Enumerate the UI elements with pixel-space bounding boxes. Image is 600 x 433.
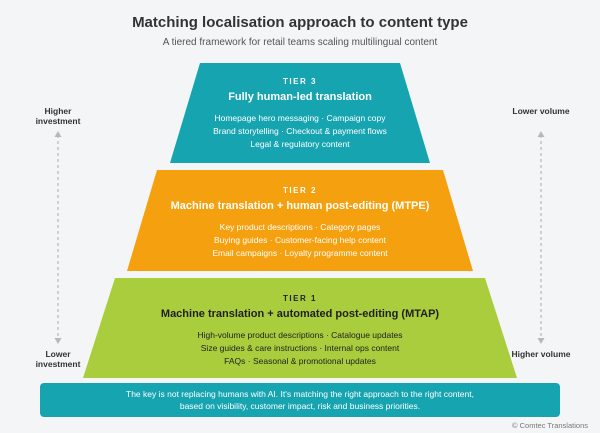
tier1-name: Machine translation + automated post-edi…	[160, 308, 440, 320]
banner-line-2: based on visibility, customer impact, ri…	[179, 401, 421, 411]
tier2-label: TIER 2	[283, 186, 317, 195]
tier3-label: TIER 3	[283, 77, 317, 86]
tier2-line-1: Key product descriptions · Category page…	[219, 222, 381, 232]
tier3-name: Fully human-led translation	[228, 91, 372, 103]
tier2-content: TIER 2 Machine translation + human post-…	[140, 186, 460, 260]
tier3-line-1: Homepage hero messaging · Campaign copy	[214, 113, 386, 123]
right-axis-top-label: Lower volume	[512, 106, 570, 116]
tier3-line-2: Brand storytelling · Checkout & payment …	[213, 126, 387, 136]
copyright-credit: © Comtec Translations	[512, 421, 588, 430]
tier1-label: TIER 1	[283, 294, 317, 303]
page-subtitle: A tiered framework for retail teams scal…	[162, 37, 438, 48]
tier2-line-3: Email campaigns · Loyalty programme cont…	[212, 248, 388, 258]
tier1-shape	[83, 278, 517, 378]
tier1-line-3: FAQs · Seasonal & promotional updates	[224, 356, 376, 366]
tier1-content: TIER 1 Machine translation + automated p…	[100, 294, 500, 368]
right-axis-bottom-label: Higher volume	[511, 349, 571, 359]
tier2-name: Machine translation + human post-editing…	[170, 200, 430, 212]
tier3-line-3: Legal & regulatory content	[250, 139, 350, 149]
left-axis-bottom-label: Lower investment	[35, 349, 81, 369]
tier2-line-2: Buying guides · Customer-facing help con…	[214, 235, 386, 245]
left-axis-top-label: Higher investment	[35, 106, 81, 126]
tier3-shape	[170, 63, 430, 163]
tier3-content: TIER 3 Fully human-led translation Homep…	[180, 77, 420, 151]
tier1-line-2: Size guides & care instructions · Intern…	[200, 343, 400, 353]
tier1-line-1: High-volume product descriptions · Catal…	[197, 330, 403, 340]
page-title: Matching localisation approach to conten…	[132, 14, 468, 31]
left-axis-arrow	[54, 131, 62, 344]
banner-line-1: The key is not replacing humans with AI.…	[126, 389, 474, 399]
right-axis-arrow	[537, 131, 545, 344]
tier2-shape	[127, 170, 473, 271]
key-message-banner: The key is not replacing humans with AI.…	[40, 383, 560, 417]
